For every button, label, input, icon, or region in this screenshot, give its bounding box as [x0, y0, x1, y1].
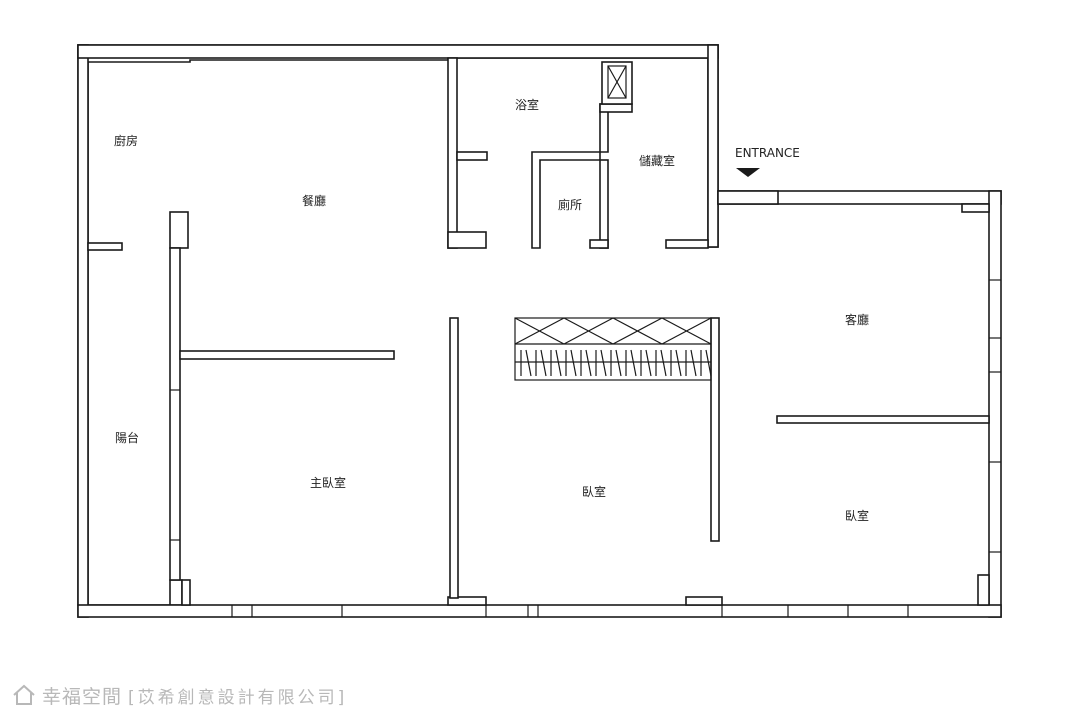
entrance-label: ENTRANCE: [735, 146, 800, 160]
room-label-living: 客廳: [845, 312, 869, 327]
room-label-storage: 儲藏室: [639, 153, 675, 168]
outer-walls: [77, 44, 1002, 618]
watermark-company: [苡希創意設計有限公司]: [128, 687, 348, 708]
house-logo-icon: [13, 684, 35, 705]
duct-shaft: [601, 61, 633, 105]
watermark: 幸福空間 [苡希創意設計有限公司]: [12, 680, 347, 710]
room-label-kitchen: 廚房: [114, 133, 138, 148]
room-label-dining: 餐廳: [302, 193, 326, 208]
room-label-bedroom-middle: 臥室: [582, 484, 606, 499]
room-label-bath: 浴室: [515, 97, 539, 112]
room-labels: 廚房 餐廳 浴室 儲藏室 廁所 陽台 主臥室 臥室 客廳 臥室: [114, 97, 869, 523]
room-label-bedroom-right: 臥室: [845, 508, 869, 523]
window-segments: [231, 203, 1001, 617]
interior-walls: [87, 57, 990, 599]
entrance-arrow-icon: [736, 168, 760, 177]
watermark-brand: 幸福空間: [42, 685, 123, 708]
room-label-balcony: 陽台: [115, 430, 139, 445]
room-label-toilet: 廁所: [558, 197, 582, 212]
entrance-marker: ENTRANCE: [735, 146, 800, 177]
room-label-master-bedroom: 主臥室: [310, 475, 346, 490]
wardrobe: [514, 317, 712, 381]
